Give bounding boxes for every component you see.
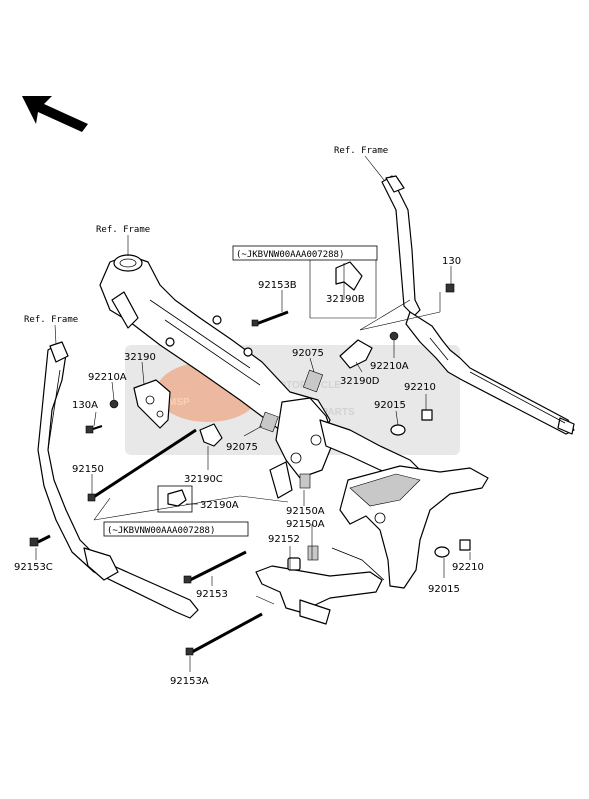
bracket-32190A bbox=[167, 489, 187, 507]
bolt-92153B bbox=[251, 310, 289, 327]
part-label-92075-mid: 92075 bbox=[226, 442, 258, 453]
main-frame bbox=[99, 254, 421, 499]
bracket-32190B bbox=[335, 261, 363, 291]
part-label-92210A-left: 92210A bbox=[88, 372, 127, 383]
part-label-92153A: 92153A bbox=[170, 676, 209, 687]
right-frame-tube bbox=[381, 175, 575, 435]
collar-92075-mid bbox=[259, 411, 279, 433]
bolt-92153 bbox=[183, 550, 247, 584]
part-label-92152: 92152 bbox=[268, 534, 300, 545]
part-label-92210-bottom: 92210 bbox=[452, 562, 484, 573]
part-label-92210-top: 92210 bbox=[404, 382, 436, 393]
part-label-92075-top: 92075 bbox=[292, 348, 324, 359]
ref-frame-label-center: Ref. Frame bbox=[96, 225, 150, 235]
part-label-32190C: 32190C bbox=[184, 474, 223, 485]
part-label-92153C: 92153C bbox=[14, 562, 53, 573]
spring-92150A-2 bbox=[307, 545, 319, 561]
serial-note-lower: (~JKBVNW00AAA007288) bbox=[107, 526, 215, 536]
watermark-logo: MSP bbox=[168, 397, 190, 408]
serial-note-upper-box bbox=[232, 245, 378, 261]
bracket-32190C bbox=[199, 423, 223, 447]
bracket-32190 bbox=[133, 379, 171, 429]
nut-92210-bottom bbox=[459, 539, 471, 551]
bolt-130 bbox=[445, 283, 455, 293]
washer-92015-top bbox=[390, 424, 406, 436]
lower-cradle bbox=[255, 465, 489, 625]
part-label-92150A-1: 92150A bbox=[286, 506, 325, 517]
bolt-92150 bbox=[87, 428, 197, 502]
part-label-32190D: 32190D bbox=[340, 376, 380, 387]
part-label-92153: 92153 bbox=[196, 589, 228, 600]
part-label-92153B: 92153B bbox=[258, 280, 297, 291]
part-label-130: 130 bbox=[442, 256, 461, 267]
ref-frame-label-left: Ref. Frame bbox=[24, 315, 78, 325]
leader-lines bbox=[35, 155, 471, 672]
bracket-32190A-detail-box bbox=[157, 485, 193, 513]
nut-92210A-left bbox=[109, 399, 119, 409]
part-label-92150: 92150 bbox=[72, 464, 104, 475]
bolt-92153C bbox=[29, 534, 51, 547]
washer-92015-bottom bbox=[434, 546, 450, 558]
serial-note-upper: (~JKBVNW00AAA007288) bbox=[236, 250, 344, 260]
part-label-130A: 130A bbox=[72, 400, 98, 411]
part-label-92150A-2: 92150A bbox=[286, 519, 325, 530]
bolt-92153A bbox=[185, 612, 263, 656]
spring-92150A-1 bbox=[299, 473, 311, 489]
part-label-32190B: 32190B bbox=[326, 294, 365, 305]
nut-92210-top bbox=[421, 409, 433, 421]
part-label-32190: 32190 bbox=[124, 352, 156, 363]
left-frame-tube bbox=[37, 341, 199, 619]
serial-note-lower-box bbox=[103, 521, 249, 537]
bracket-32190D bbox=[339, 339, 373, 369]
nut-92210A-right bbox=[389, 331, 399, 341]
part-label-92210A-right: 92210A bbox=[370, 361, 409, 372]
collar-92075-top bbox=[302, 369, 324, 393]
bolt-130A bbox=[85, 425, 103, 434]
collar-92152 bbox=[287, 557, 301, 571]
part-label-92015-bottom: 92015 bbox=[428, 584, 460, 595]
part-label-32190A: 32190A bbox=[200, 500, 239, 511]
front-direction-arrow-icon bbox=[22, 96, 88, 132]
part-label-92015-top: 92015 bbox=[374, 400, 406, 411]
ref-frame-label-top-right: Ref. Frame bbox=[334, 146, 388, 156]
